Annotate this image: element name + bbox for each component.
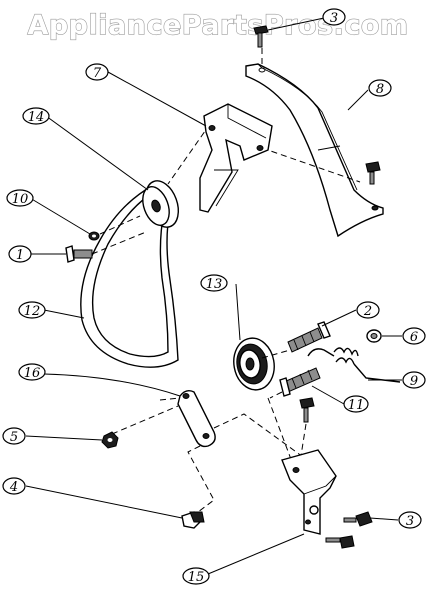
callout-2: 2	[356, 301, 380, 319]
part-6-washer	[366, 329, 382, 343]
callout-label: 5	[10, 430, 18, 445]
callout-label: 10	[12, 192, 29, 207]
callout-3-top: 3	[322, 8, 346, 26]
callout-label: 9	[410, 374, 418, 389]
leader-lines	[25, 17, 402, 575]
part-7-bracket	[199, 103, 273, 213]
callout-1: 1	[8, 245, 32, 263]
callout-5: 5	[2, 427, 26, 445]
callout-label: 3	[330, 11, 338, 26]
callout-13: 13	[200, 274, 228, 292]
part-15-bracket	[281, 449, 337, 535]
part-16-arm	[177, 389, 216, 448]
bolt-bottom	[325, 535, 355, 549]
part-9-spring	[307, 347, 401, 383]
callout-label: 3	[406, 514, 414, 529]
callout-label: 8	[376, 82, 384, 97]
callout-11: 11	[343, 395, 369, 413]
callout-4: 4	[2, 477, 26, 495]
callout-label: 1	[16, 248, 24, 263]
callout-label: 11	[348, 398, 365, 413]
callout-9: 9	[402, 371, 426, 389]
callout-label: 4	[9, 480, 18, 495]
callout-12: 12	[18, 301, 46, 319]
callout-label: 6	[410, 330, 418, 345]
part-8-bracket	[245, 63, 384, 238]
bolt-3-top	[253, 25, 269, 48]
callout-label: 7	[93, 66, 102, 81]
part-1-bolt	[65, 245, 93, 263]
callout-6: 6	[402, 327, 426, 345]
part-5-nut	[101, 431, 119, 449]
part-14-pulley	[142, 180, 180, 228]
callout-10: 10	[6, 189, 34, 207]
callout-15: 15	[182, 567, 210, 585]
part-2-bolt	[287, 321, 331, 353]
callout-label: 12	[24, 304, 41, 319]
part-4-nut	[181, 511, 205, 529]
callout-16: 16	[18, 363, 46, 381]
callout-label: 16	[24, 366, 41, 381]
callout-7: 7	[85, 63, 109, 81]
callout-label: 14	[28, 110, 45, 125]
callout-label: 13	[206, 277, 223, 292]
bolt-right-8	[365, 161, 381, 185]
part-10-nut	[88, 231, 100, 241]
part-13-pulley	[233, 337, 275, 391]
bolt-3-bottom	[343, 511, 373, 527]
callout-3-bottom: 3	[398, 511, 422, 529]
callout-label: 15	[188, 570, 205, 585]
callout-label: 2	[363, 304, 372, 319]
part-11-shaft	[279, 367, 321, 397]
callout-14: 14	[22, 107, 50, 125]
callout-8: 8	[368, 79, 392, 97]
bolt-above-15	[299, 397, 315, 423]
